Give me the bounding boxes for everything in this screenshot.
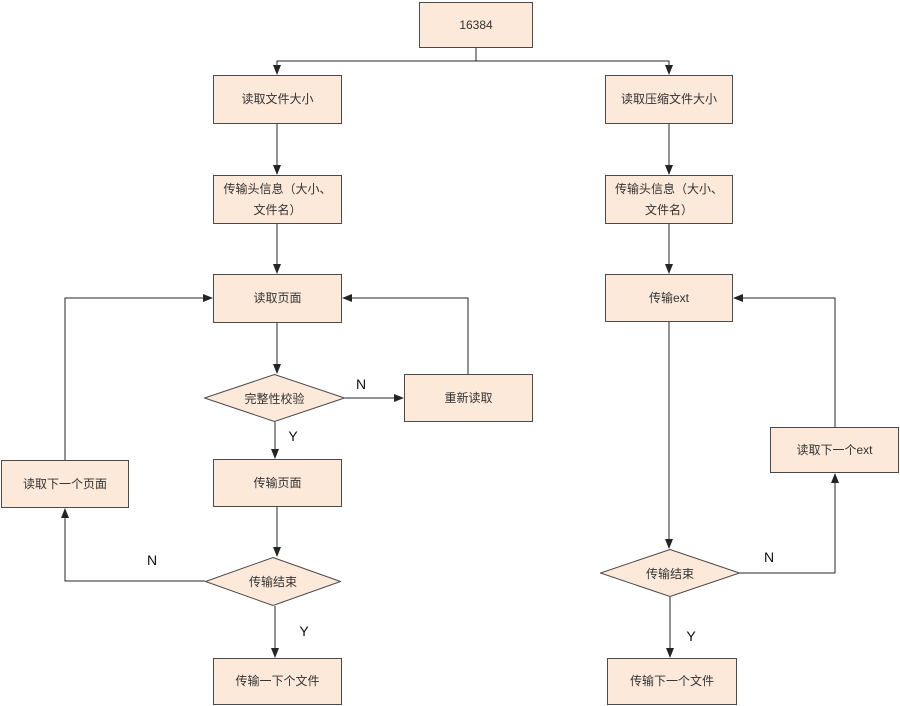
node-transfer-end-right: 传输结束 [600,549,740,597]
node-reread: 重新读取 [404,374,533,422]
branch-label-n-4: N [763,549,775,565]
branch-label-y-1: Y [288,428,298,444]
node-send-page: 传输页面 [213,459,342,507]
node-label: 传输页面 [253,475,302,490]
node-send-next-file-right: 传输下一个文件 [607,658,737,705]
edge-reread-to-read-page [342,294,469,374]
branch-label-n-0: N [355,376,367,392]
node-integrity-check: 完整性校验 [204,374,345,422]
node-read-page: 读取页面 [213,274,342,323]
node-label: 传输头信息（大小、 文件名） [614,182,723,217]
diamond-shape [204,374,345,422]
edge-end-n-to-read-next-ext [740,473,839,574]
edge-start-to-read-zip-size [476,60,673,75]
node-label: 完整性校验 [244,391,305,406]
edge-end-n-to-read-next-page [61,508,205,582]
edge-read-next-page-to-read-page [64,294,213,460]
node-label: 重新读取 [444,390,493,405]
node-start-16384: 16384 [419,2,533,48]
node-read-next-page: 读取下一个页面 [1,460,129,508]
node-label: 传输头信息（大小、 文件名） [223,182,332,217]
node-label: 读取页面 [253,291,302,306]
node-transfer-end-left: 传输结束 [205,557,341,606]
node-label: 传输下一个文件 [629,674,714,689]
node-label: 传输ext [648,290,689,305]
node-label: 读取下一个ext [796,442,873,457]
branch-label-n-2: N [146,552,158,568]
node-send-header-right: 传输头信息（大小、 文件名） [605,175,733,224]
node-read-zip-file-size: 读取压缩文件大小 [605,75,733,124]
node-label: 传输一下个文件 [235,674,320,689]
node-label: 读取文件大小 [241,92,314,107]
node-send-ext: 传输ext [605,274,733,322]
node-send-next-file-left: 传输一下个文件 [213,658,342,705]
diamond-shape [600,549,740,597]
edge-read-next-ext-to-send-ext [733,294,836,427]
node-read-file-size: 读取文件大小 [213,75,342,124]
diamond-shape [205,557,341,606]
node-label: 读取压缩文件大小 [620,92,717,107]
edge-start-to-read-file-size [273,60,476,75]
node-send-header-left: 传输头信息（大小、 文件名） [213,175,342,224]
node-label: 16384 [459,17,493,32]
branch-label-y-3: Y [299,623,309,639]
node-label: 传输结束 [248,575,297,589]
node-label: 读取下一个页面 [22,476,107,491]
branch-label-y-5: Y [686,628,696,644]
node-read-next-ext: 读取下一个ext [770,427,899,473]
node-label: 传输结束 [645,566,694,581]
